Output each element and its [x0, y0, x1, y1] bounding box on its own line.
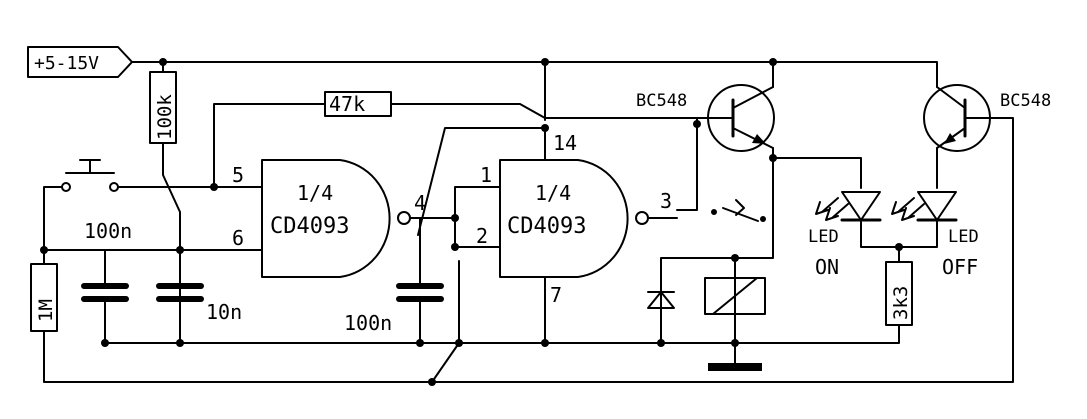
resistor-3k3-label: 3k3 [890, 286, 912, 320]
capacitor-left: 100n [81, 219, 132, 302]
led-off: LED OFF [891, 191, 979, 279]
capacitor-right-label: 100n [344, 311, 392, 335]
resistor-47k-label: 47k [329, 92, 365, 116]
transistor-2: BC548 [923, 84, 1051, 152]
pin-4-label: 4 [414, 191, 426, 215]
push-button [61, 159, 119, 192]
resistor-1m: 1M [30, 263, 58, 332]
pin-7-label: 7 [550, 283, 562, 307]
gate-2-part: CD4093 [507, 214, 586, 239]
transistor-1: BC548 [636, 84, 775, 152]
capacitor-left-label: 100n [84, 219, 132, 243]
gate-2-fraction: 1/4 [535, 181, 571, 205]
resistor-100k-label: 100k [154, 94, 176, 140]
pin-5-label: 5 [232, 163, 244, 187]
supply-terminal: +5-15V [27, 46, 133, 78]
pin-2-label: 2 [476, 224, 488, 248]
capacitor-right: 100n [344, 283, 444, 335]
transistor-1-label: BC548 [636, 91, 687, 111]
supply-label: +5-15V [34, 53, 99, 74]
pin-1-label: 1 [480, 163, 492, 187]
led-on: LED ON [808, 191, 882, 279]
capacitor-mid-label: 10n [206, 300, 242, 324]
relay [704, 199, 766, 344]
nand-gate-1: 1/4 CD4093 5 6 4 [232, 159, 426, 278]
wiring [43, 61, 1014, 383]
flyback-diode [647, 291, 675, 309]
pin-14-label: 14 [553, 131, 577, 155]
capacitor-mid: 10n [156, 283, 242, 324]
led-on-label: LED [808, 227, 839, 247]
pin-3-label: 3 [660, 189, 672, 213]
transistor-2-label: BC548 [1000, 91, 1051, 111]
nand-gate-2: 1/4 CD4093 1 2 3 14 7 [476, 131, 678, 307]
led-on-state: ON [815, 255, 839, 279]
led-off-label: LED [948, 227, 979, 247]
resistor-100k: 100k [149, 71, 177, 144]
gate-1-fraction: 1/4 [297, 181, 333, 205]
ground-symbol [708, 363, 762, 371]
resistor-3k3: 3k3 [885, 261, 913, 326]
junction-dots [40, 58, 903, 386]
resistor-1m-label: 1M [35, 299, 57, 322]
gate-1-part: CD4093 [270, 214, 349, 239]
resistor-47k: 47k [324, 91, 392, 117]
led-off-state: OFF [942, 255, 978, 279]
pin-6-label: 6 [232, 226, 244, 250]
